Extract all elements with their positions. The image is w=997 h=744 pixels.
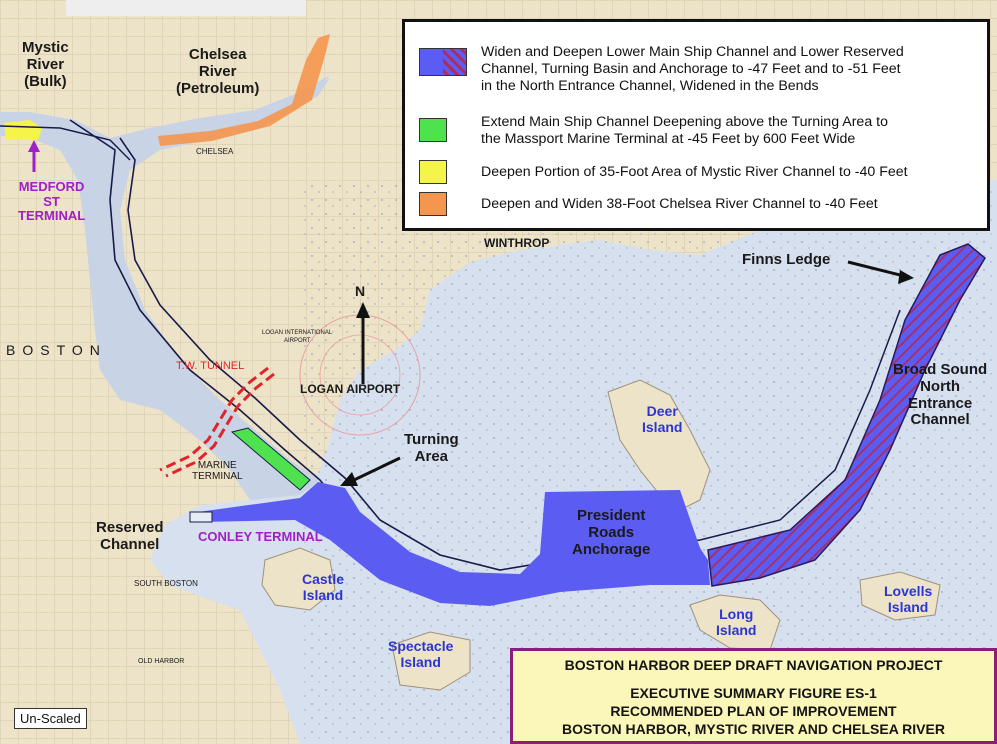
green-extension bbox=[230, 427, 311, 491]
legend-swatch-yellow bbox=[419, 160, 447, 184]
label-winthrop: WINTHROP bbox=[484, 236, 550, 250]
title-line-1: BOSTON HARBOR DEEP DRAFT NAVIGATION PROJ… bbox=[564, 657, 943, 673]
label-north: N bbox=[355, 283, 366, 299]
castle-island-shape bbox=[261, 547, 336, 611]
turning-arrow-head bbox=[340, 472, 358, 486]
lower-main-channel bbox=[198, 482, 710, 606]
label-logan-international: LOGAN INTERNATIONAL bbox=[262, 330, 333, 336]
label-south-boston: SOUTH BOSTON bbox=[134, 579, 198, 588]
label-old-harbor: OLD HARBOR bbox=[138, 658, 185, 665]
legend-swatch-orange bbox=[419, 192, 447, 216]
legend-swatch-green bbox=[419, 118, 447, 142]
label-chelsea-town: CHELSEA bbox=[196, 147, 234, 156]
tw-tunnel-line-2 bbox=[165, 372, 275, 478]
legend-text-mystic: Deepen Portion of 35-Foot Area of Mystic… bbox=[481, 164, 908, 180]
finns-arrow-shaft bbox=[847, 260, 905, 278]
legend-swatch-blue-hatch bbox=[419, 48, 467, 76]
title-line-2: EXECUTIVE SUMMARY FIGURE ES-1 bbox=[630, 685, 877, 701]
north-entrance-channel bbox=[707, 243, 986, 587]
label-boston: BOSTON bbox=[6, 342, 107, 358]
legend-text-extension: Extend Main Ship Channel Deepening above… bbox=[481, 114, 888, 148]
inner-harbor-water bbox=[0, 75, 330, 500]
label-airport-small: AIRPORT bbox=[284, 338, 311, 344]
label-finns-ledge: Finns Ledge bbox=[742, 251, 831, 268]
lovells-island-shape bbox=[859, 571, 941, 621]
map-legend: Widen and Deepen Lower Main Ship Channel… bbox=[402, 19, 990, 231]
title-line-3: RECOMMENDED PLAN OF IMPROVEMENT bbox=[610, 703, 897, 719]
scale-note: Un-Scaled bbox=[14, 708, 87, 729]
legend-text-chelsea: Deepen and Widen 38-Foot Chelsea River C… bbox=[481, 196, 878, 212]
label-conley-terminal: CONLEY TERMINAL bbox=[198, 529, 323, 544]
label-tw-tunnel: T.W. TUNNEL bbox=[176, 360, 245, 372]
compass-rose-inner bbox=[319, 334, 401, 416]
north-arrow-head bbox=[356, 302, 370, 318]
chelsea-river-channel bbox=[158, 34, 330, 146]
turning-arrow-shaft bbox=[353, 456, 401, 482]
long-island-shape bbox=[689, 594, 781, 651]
north-channel-outline bbox=[699, 309, 901, 541]
label-logan-airport: LOGAN AIRPORT bbox=[300, 382, 401, 396]
medford-arrow-head bbox=[28, 140, 40, 152]
legend-text-main-channel: Widen and Deepen Lower Main Ship Channel… bbox=[481, 44, 904, 95]
chart-notes-fragment bbox=[66, 0, 306, 16]
mystic-yellow-area bbox=[4, 120, 42, 140]
chelsea-river-water bbox=[150, 78, 330, 144]
deer-island-shape bbox=[607, 379, 711, 511]
mystic-channel-outline bbox=[0, 125, 131, 161]
tw-tunnel-line bbox=[159, 366, 269, 472]
finns-arrow-head bbox=[898, 270, 914, 284]
title-line-4: BOSTON HARBOR, MYSTIC RIVER AND CHELSEA … bbox=[562, 721, 945, 737]
title-block: BOSTON HARBOR DEEP DRAFT NAVIGATION PROJ… bbox=[510, 648, 997, 744]
spectacle-island-shape bbox=[391, 631, 471, 691]
reserved-channel-box bbox=[189, 511, 213, 523]
